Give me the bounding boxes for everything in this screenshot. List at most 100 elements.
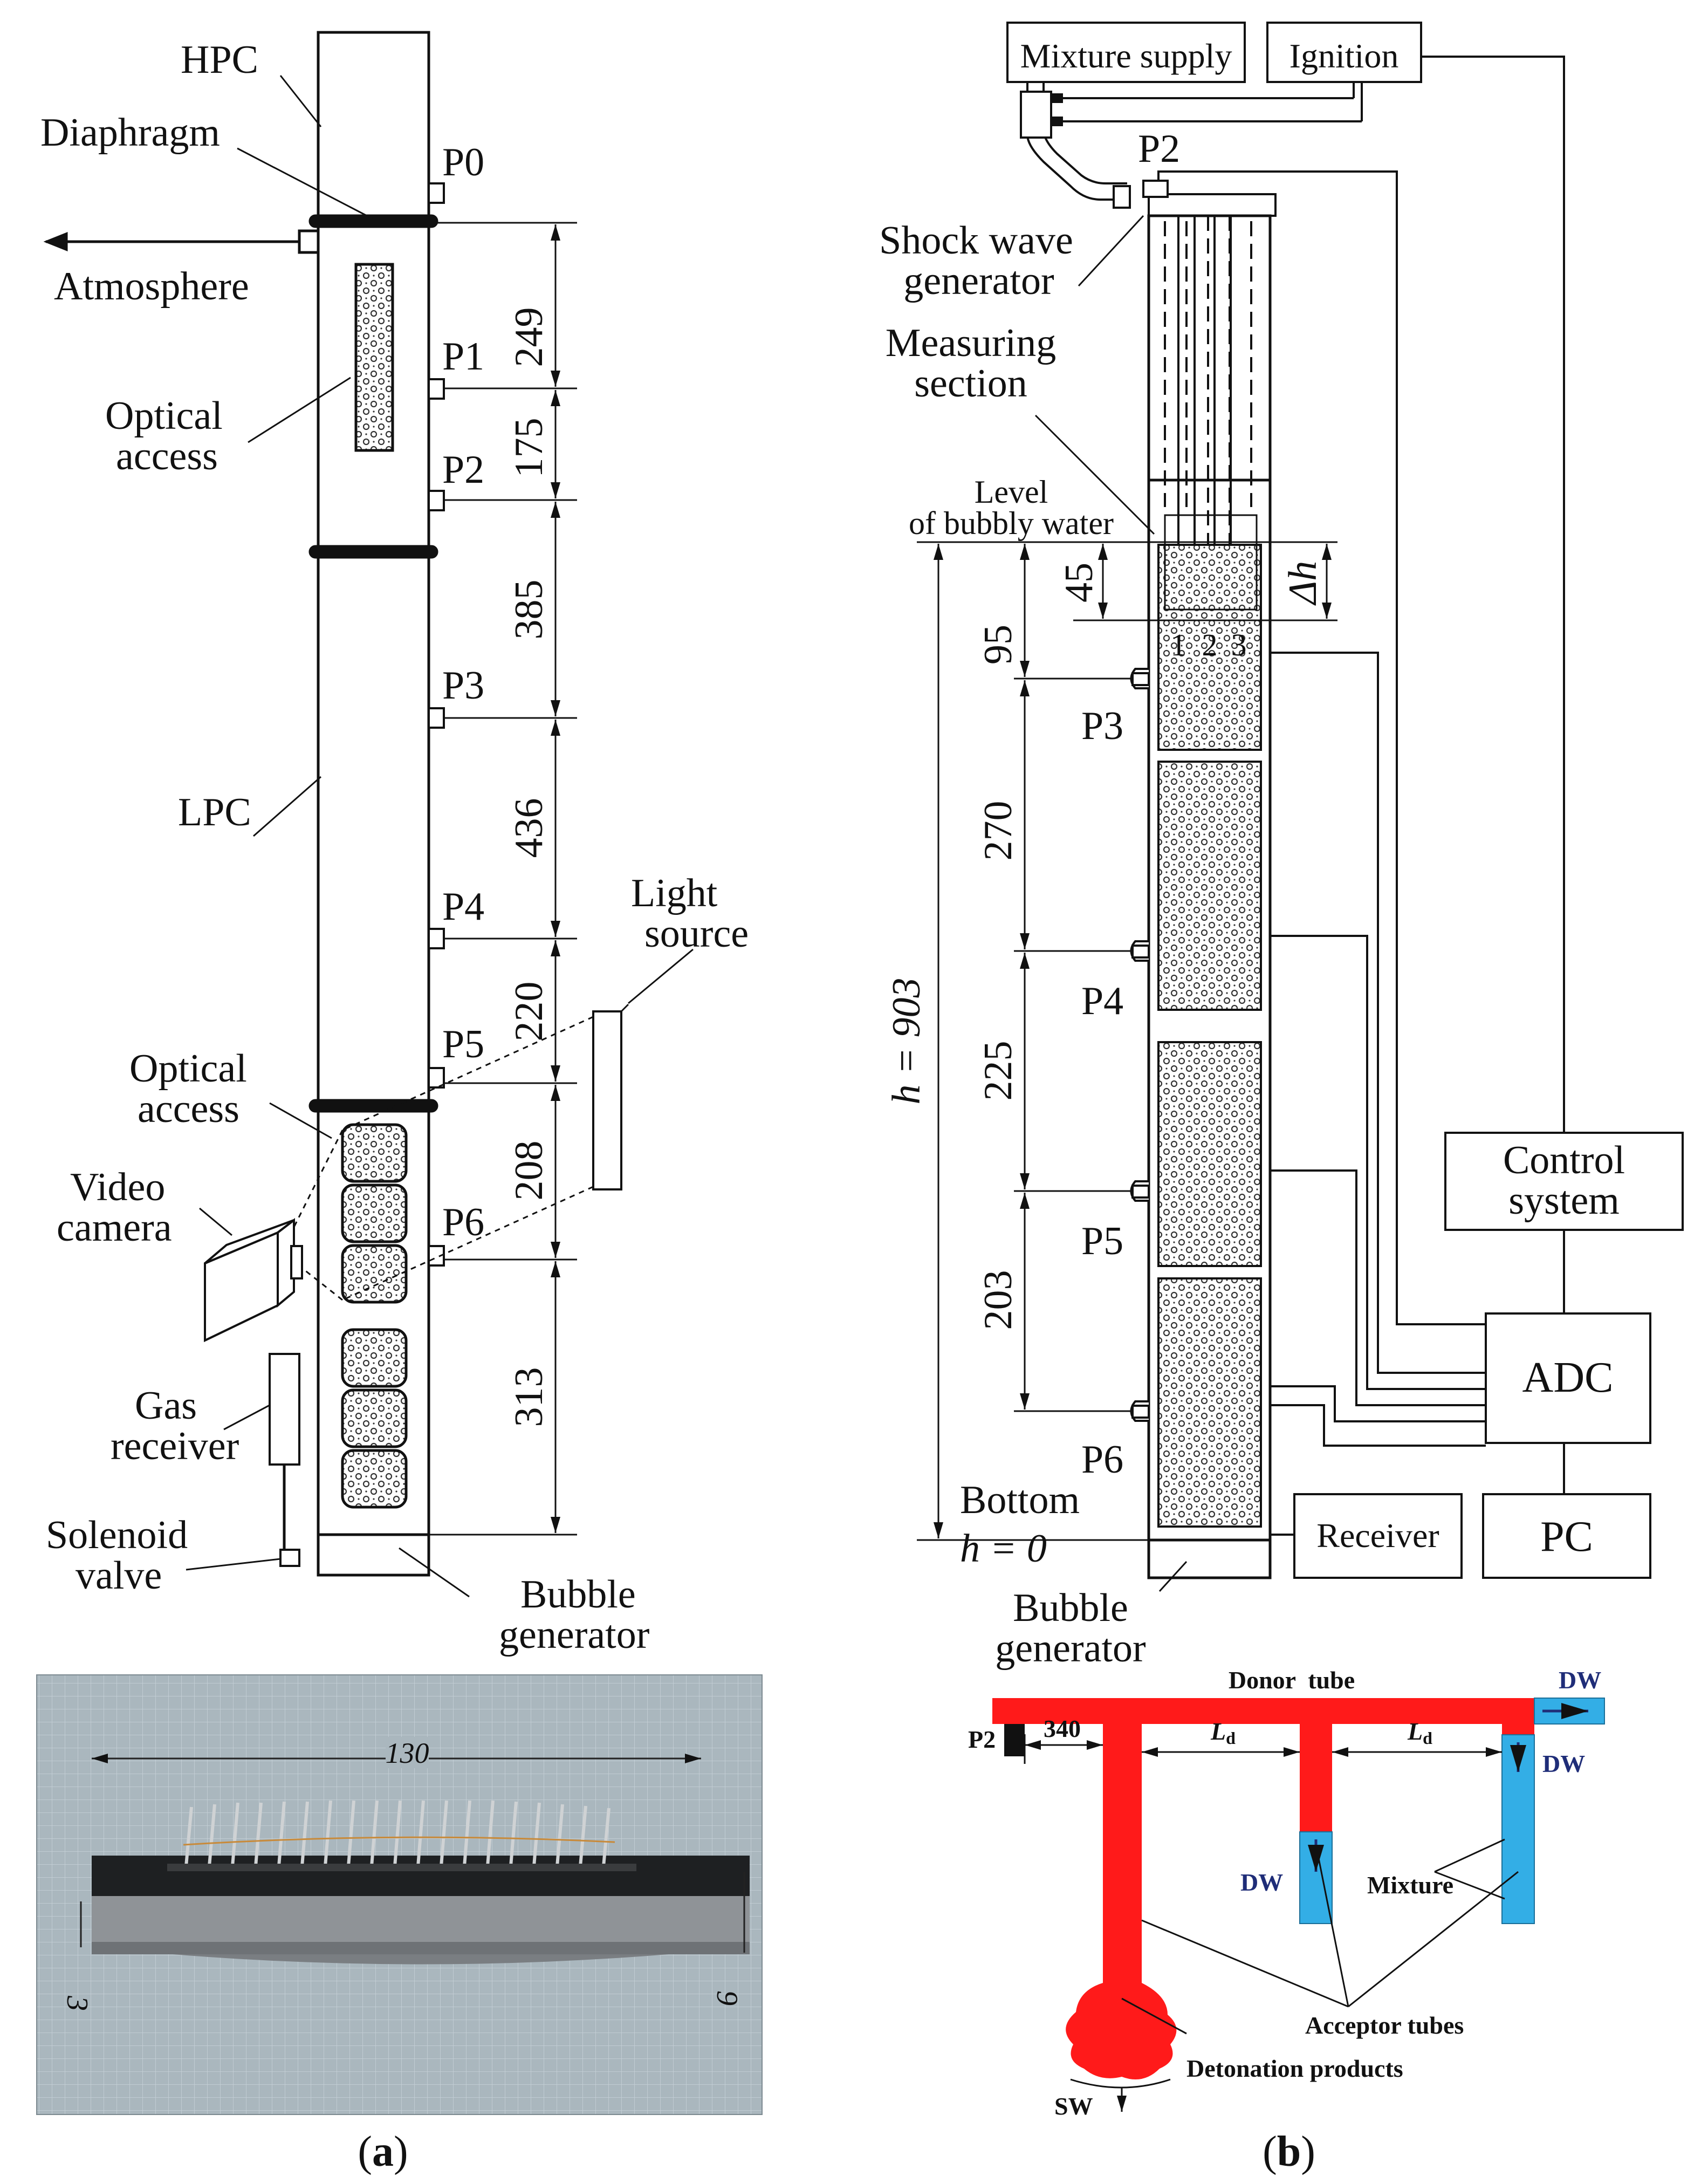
label-swg-1: Shock wave [879, 218, 1073, 263]
label-light-source-b: source [644, 912, 749, 956]
sensor-p6: P6 [442, 1200, 484, 1244]
dim-b-95: 95 [976, 625, 1020, 665]
label-level-2: of bubbly water [909, 505, 1114, 541]
inset-340: 340 [1044, 1715, 1081, 1742]
inset-dw-1: DW [1559, 1666, 1601, 1694]
solenoid-valve [279, 1549, 300, 1567]
label-solenoid-a: Solenoid [46, 1513, 188, 1557]
sensor-b-p3: P3 [1081, 704, 1123, 748]
dim-b-45: 45 [1057, 563, 1101, 603]
label-optical-access-2b: access [138, 1087, 239, 1131]
label-video-camera-b: camera [57, 1206, 172, 1250]
sensor-p2: P2 [442, 448, 484, 492]
leaders-a [186, 75, 694, 1598]
label-measuring-1: Measuring [886, 321, 1057, 365]
dim-208: 208 [507, 1141, 551, 1201]
sample-photo: 130 [36, 1674, 763, 2115]
label-hpc: HPC [181, 38, 258, 82]
sensor-p5: P5 [442, 1022, 484, 1066]
needle-row [184, 1800, 611, 1867]
label-tube-3: 3 [1231, 627, 1247, 662]
panel-b-text: Mixture supply Ignition P2 Shock wave ge… [879, 37, 1625, 1671]
panel-b [917, 22, 1684, 1592]
optical-window-2b [341, 1183, 408, 1243]
label-bottom: Bottom [960, 1478, 1080, 1522]
label-optical-access-1a: Optical [105, 394, 223, 438]
label-measuring-2: section [914, 361, 1027, 406]
sw-arc [1070, 2078, 1171, 2089]
label-delta-h: Δh [1281, 561, 1325, 606]
caption-b: (b) [1263, 2128, 1315, 2175]
sensor-nubs-b [1130, 668, 1150, 1422]
inset-p2: P2 [968, 1726, 996, 1753]
label-tube-1: 1 [1171, 627, 1186, 662]
light-source-face [620, 1003, 629, 1012]
inset-ld-1: Ld [1210, 1717, 1236, 1748]
dim-249: 249 [507, 307, 551, 367]
optical-window-2c [341, 1244, 408, 1304]
panel-a [43, 31, 694, 1598]
photo-130: 130 [386, 1737, 429, 1769]
light-beams [290, 1016, 594, 1301]
dim-lines-b [1014, 541, 1337, 1412]
window-b-3 [1157, 1041, 1262, 1267]
inset-detonation-products: Detonation products [1186, 2055, 1403, 2082]
diaphragm-band [308, 214, 438, 228]
label-swg-2: generator [903, 259, 1054, 303]
pc-box [1482, 1493, 1651, 1579]
inset-dw-3: DW [1240, 1869, 1283, 1896]
label-h-zero: h = 0 [960, 1527, 1047, 1571]
label-bubble-gen-b-1: Bubble [1013, 1586, 1128, 1630]
dim-385: 385 [507, 580, 551, 640]
label-light-source-a: Light [631, 871, 718, 915]
detonation-cloud [1066, 1983, 1177, 2079]
sensor-b-p4: P4 [1081, 979, 1123, 1023]
dim-b-225: 225 [976, 1041, 1020, 1101]
label-tube-2: 2 [1202, 627, 1218, 662]
window-b-1 [1157, 544, 1262, 751]
tube-bracket [1164, 514, 1258, 611]
optical-window-2a [341, 1123, 408, 1183]
panel-a-text: HPC Diaphragm Atmosphere Optical access … [40, 38, 749, 1657]
photo-3: 3 [60, 1995, 94, 2011]
box-mixture-supply: Mixture supply [1020, 37, 1232, 75]
inset-sw: SW [1054, 2092, 1093, 2120]
label-optical-access-1b: access [116, 434, 218, 478]
acceptor-tube-2 [1300, 1724, 1332, 1832]
leaders-b [1034, 215, 1188, 1592]
flange-band-1 [308, 545, 438, 559]
label-gas-receiver-a: Gas [135, 1384, 197, 1428]
light-source-box [592, 1010, 622, 1190]
window-b-4 [1157, 1277, 1262, 1528]
dim-arrows-b [934, 544, 1332, 1538]
inset-tubes: Donor tube DW DW DW P2 340 Ld Ld Mixture… [968, 1666, 1605, 2120]
label-bubble-gen-a-2: generator [499, 1613, 649, 1657]
dim-220: 220 [507, 982, 551, 1042]
video-camera [204, 1217, 303, 1343]
label-level-1: Level [975, 474, 1048, 510]
sensor-p1: P1 [442, 334, 484, 379]
acceptor-tube-3-red [1502, 1724, 1534, 1735]
box-receiver: Receiver [1316, 1516, 1439, 1555]
mixture-supply-box [1006, 22, 1246, 83]
dim-175: 175 [507, 418, 551, 478]
donor-tube [992, 1698, 1534, 1724]
box-pc: PC [1540, 1513, 1593, 1561]
box-ignition: Ignition [1289, 37, 1399, 75]
flange-band-2 [308, 1099, 438, 1113]
optical-window-1 [354, 263, 394, 452]
inset-acceptor-tubes: Acceptor tubes [1305, 2011, 1464, 2039]
control-system-box [1444, 1132, 1684, 1231]
p2-sensor-inset [1004, 1724, 1025, 1756]
window-b-2 [1157, 761, 1262, 1011]
supply-plumbing [1020, 82, 1363, 209]
label-optical-access-2a: Optical [129, 1046, 247, 1091]
inset-ld-2: Ld [1407, 1717, 1432, 1748]
dim-313: 313 [507, 1367, 551, 1427]
label-atmosphere: Atmosphere [54, 264, 249, 309]
label-bubble-gen-b-2: generator [995, 1626, 1145, 1671]
dim-lines-a [429, 222, 577, 1536]
box-control-2: system [1508, 1179, 1620, 1223]
sensor-b-p6: P6 [1081, 1438, 1123, 1482]
